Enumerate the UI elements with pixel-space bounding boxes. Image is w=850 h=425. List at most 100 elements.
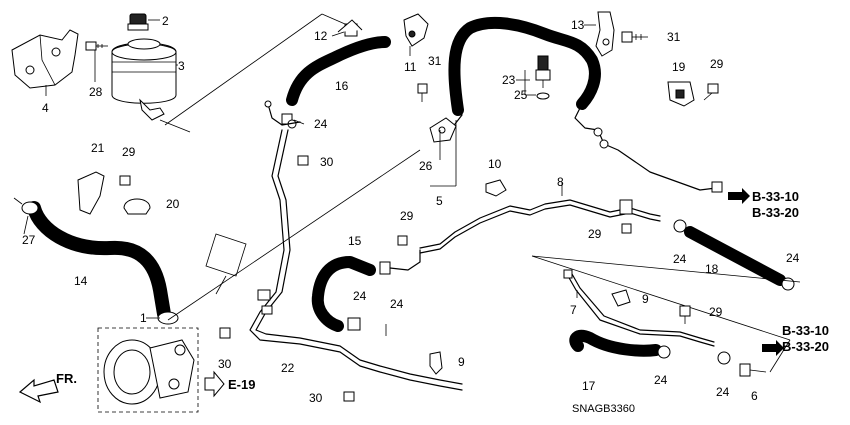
clamp-part-19[interactable] <box>667 81 695 107</box>
callout-29-d: 29 <box>400 209 414 223</box>
bracket-part-4[interactable] <box>11 29 79 89</box>
hose-part-15[interactable] <box>311 256 376 332</box>
clamp-part-12[interactable] <box>337 19 363 37</box>
callout-24-d: 24 <box>786 251 800 265</box>
callout-27: 27 <box>22 233 36 247</box>
callout-17: 17 <box>582 379 596 393</box>
pipe-part-22[interactable] <box>249 129 463 391</box>
callout-31-b: 31 <box>667 30 681 44</box>
bolt-part-30b[interactable] <box>297 155 309 166</box>
clamp-part-24c[interactable] <box>673 219 687 233</box>
clamp-part-27[interactable] <box>21 201 39 215</box>
fitting-part-26[interactable] <box>429 117 457 143</box>
callout-9-c: 9 <box>642 292 649 306</box>
callout-30-b: 30 <box>320 155 334 169</box>
callout-6: 6 <box>751 389 758 403</box>
callout-29-b: 29 <box>588 227 602 241</box>
callout-25: 25 <box>514 88 528 102</box>
callout-30-a: 30 <box>218 357 232 371</box>
bracket-part-21[interactable] <box>77 171 105 215</box>
callout-12: 12 <box>314 29 328 43</box>
callout-20: 20 <box>166 197 180 211</box>
clamp-part-24a[interactable] <box>281 113 297 129</box>
bolt-part-31b[interactable] <box>621 31 648 43</box>
callout-24-g: 24 <box>654 373 668 387</box>
callout-19: 19 <box>672 60 686 74</box>
bolt-part-28[interactable] <box>85 41 108 51</box>
hose-part-17[interactable] <box>569 329 662 357</box>
front-direction-icon <box>18 378 59 404</box>
bolt-part-30c[interactable] <box>343 391 355 402</box>
hose-part-18[interactable] <box>684 226 786 286</box>
callout-7: 7 <box>570 303 577 317</box>
bolt-part-29a[interactable] <box>703 83 719 101</box>
hose-part-16[interactable] <box>286 36 391 106</box>
callout-24-h: 24 <box>716 385 730 399</box>
clip-part-9c[interactable] <box>611 289 631 307</box>
bracket-part-24b[interactable] <box>619 199 633 215</box>
callout-16: 16 <box>335 79 349 93</box>
callout-10: 10 <box>488 157 502 171</box>
fitting-part-6[interactable] <box>739 363 767 377</box>
clamp-part-1[interactable] <box>157 311 179 325</box>
callout-24-c: 24 <box>673 252 687 266</box>
ref-b33-20-top[interactable]: B-33-20 <box>752 205 799 220</box>
callout-24-e: 24 <box>390 297 404 311</box>
callout-24-f: 24 <box>353 289 367 303</box>
ref-arrow-e19 <box>204 370 225 398</box>
clamp-part-24f[interactable] <box>347 317 361 331</box>
callout-13: 13 <box>571 18 585 32</box>
callout-9-b: 9 <box>458 355 465 369</box>
power-steering-pump[interactable] <box>103 339 195 405</box>
callout-31-a: 31 <box>428 54 442 68</box>
ref-arrow-bottom <box>762 340 784 356</box>
callout-11: 11 <box>404 60 417 74</box>
cap-part-2[interactable] <box>127 13 149 31</box>
callout-29-a: 29 <box>710 57 724 71</box>
bracket-part-13[interactable] <box>595 11 615 57</box>
ref-e19[interactable]: E-19 <box>228 377 255 392</box>
callout-18: 18 <box>705 262 719 276</box>
clamp-part-24e[interactable] <box>379 261 391 275</box>
ref-b33-10-top[interactable]: B-33-10 <box>752 189 799 204</box>
front-direction-label: FR. <box>56 371 77 386</box>
diagram-code: SNAGB3360 <box>572 403 635 415</box>
bolt-part-30a[interactable] <box>219 327 231 339</box>
reservoir-part-3[interactable] <box>111 38 177 121</box>
clamp-part-24g[interactable] <box>657 345 671 359</box>
hose-part-14[interactable] <box>27 201 171 321</box>
pressure-switch-part-23[interactable] <box>535 55 551 88</box>
callout-29-e: 29 <box>709 305 723 319</box>
bolt-part-29c[interactable] <box>119 175 131 186</box>
callout-5: 5 <box>436 194 443 208</box>
bolt-part-29d[interactable] <box>397 235 408 246</box>
callout-24-a: 24 <box>314 117 328 131</box>
callout-29-c: 29 <box>122 145 136 159</box>
callout-1: 1 <box>140 311 147 325</box>
bolt-part-31a[interactable] <box>417 83 428 102</box>
pipe-part-7[interactable] <box>567 273 715 347</box>
bolt-part-29e[interactable] <box>679 305 691 324</box>
callout-28: 28 <box>89 85 103 99</box>
clamp-part-24h[interactable] <box>717 351 731 365</box>
callout-30-c: 30 <box>309 391 323 405</box>
callout-26: 26 <box>419 159 433 173</box>
clamp-part-24d[interactable] <box>781 277 795 291</box>
ref-b33-10-bottom[interactable]: B-33-10 <box>782 323 829 338</box>
callout-23: 23 <box>502 73 516 87</box>
callout-14: 14 <box>74 274 88 288</box>
connector-part-11[interactable] <box>403 13 429 47</box>
callout-8: 8 <box>557 175 564 189</box>
ref-b33-20-bottom[interactable]: B-33-20 <box>782 339 829 354</box>
clamp-part-20[interactable] <box>123 198 151 215</box>
callout-22: 22 <box>281 361 295 375</box>
ref-arrow-top <box>728 188 750 204</box>
callout-4: 4 <box>42 101 49 115</box>
clip-part-9b[interactable] <box>429 351 443 375</box>
high-pressure-hose[interactable] <box>448 16 601 116</box>
clip-part-10[interactable] <box>485 179 507 197</box>
oring-part-25[interactable] <box>536 92 550 100</box>
callout-15: 15 <box>348 234 362 248</box>
bolt-part-29b[interactable] <box>621 223 632 234</box>
